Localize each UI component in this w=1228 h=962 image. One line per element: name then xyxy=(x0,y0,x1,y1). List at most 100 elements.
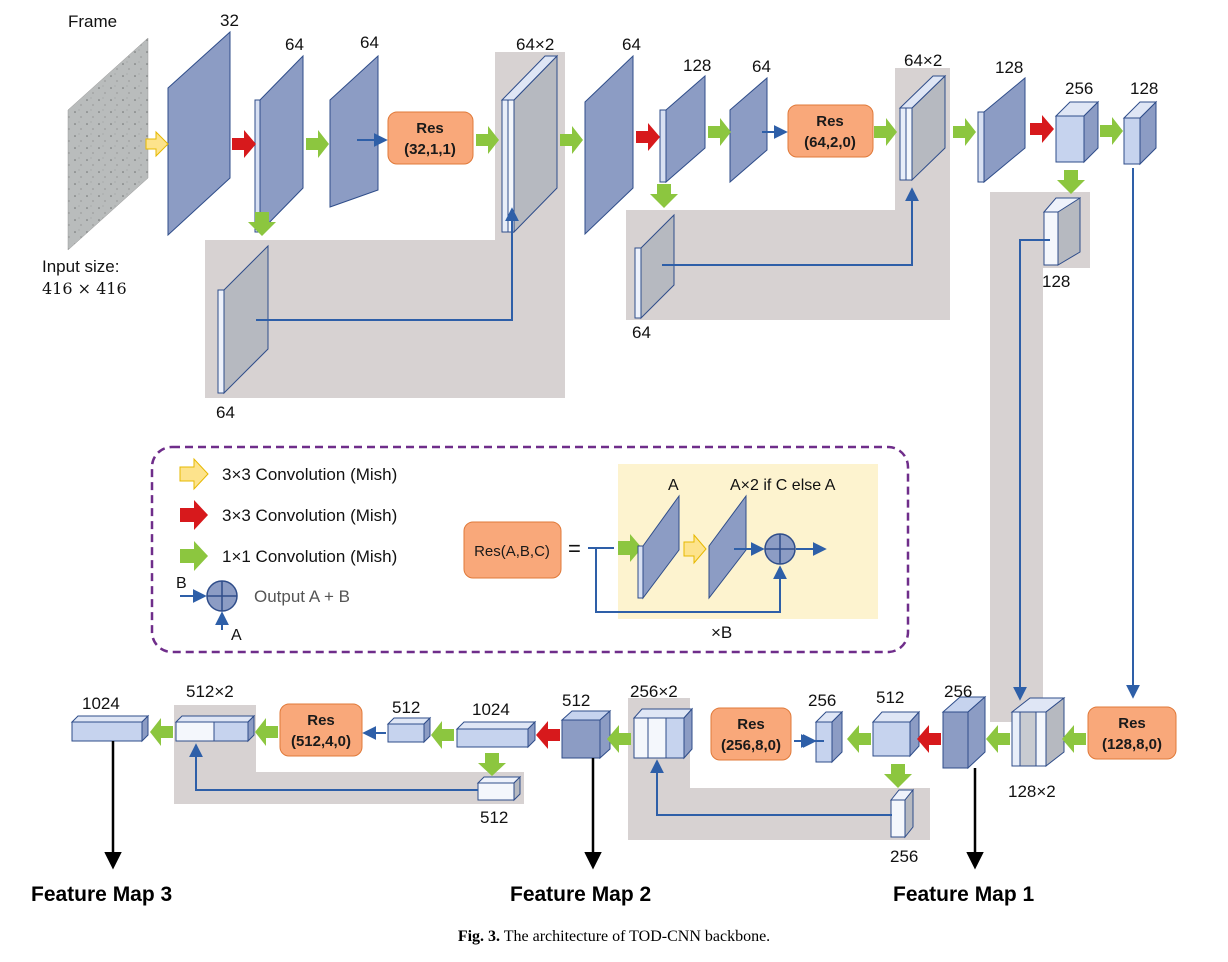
layer-128-b-side xyxy=(977,111,985,183)
block-arrows xyxy=(145,115,1123,788)
arrow-green-down-2 xyxy=(650,184,678,208)
skip-line-3 xyxy=(1013,239,1050,701)
legend-add-b: B xyxy=(176,575,187,592)
layer-1024-a-side xyxy=(527,720,536,749)
label-256-side: 256 xyxy=(890,847,918,866)
layer-64-d xyxy=(729,76,768,184)
layer-512-side-top xyxy=(476,776,522,784)
layer-concat-b-2 xyxy=(905,107,913,181)
layer-concat-e-side xyxy=(247,714,255,743)
layer-concat-c-2 xyxy=(1019,711,1037,767)
arrow-green-left-5 xyxy=(431,721,454,749)
layer-512-side-front xyxy=(477,782,515,801)
label-512-side: 512 xyxy=(480,808,508,827)
layer-128-b xyxy=(983,76,1026,184)
layer-1024-b-front xyxy=(71,721,143,742)
layer-1024-b-top xyxy=(70,715,150,723)
layer-256-c-side xyxy=(831,710,843,764)
input-frame-image xyxy=(67,37,149,251)
arrow-green-left-7 xyxy=(150,718,173,746)
skip-backgrounds xyxy=(174,52,1090,840)
layer-256-a-front xyxy=(1055,115,1085,163)
layer-concat-d-side xyxy=(683,707,693,760)
layer-concat-d-2 xyxy=(647,717,667,759)
channel-labels: 32 64 64 64×2 64 128 64 64×2 128 256 128… xyxy=(82,11,1158,866)
layer-side-64-b xyxy=(640,213,675,320)
arrow-green-left-1 xyxy=(1062,725,1086,753)
arrow-green-down-3 xyxy=(1057,170,1085,194)
res-block-1-title: Res xyxy=(416,120,444,137)
feature-map-3-label: Feature Map 3 xyxy=(31,883,172,906)
label-256x2: 256×2 xyxy=(630,682,678,701)
legend-red-arrow xyxy=(180,500,208,530)
caption-text: The architecture of TOD-CNN backbone. xyxy=(503,928,771,945)
legend-add-a: A xyxy=(231,627,242,644)
res-block-5-title: Res xyxy=(307,712,335,729)
res-block-4 xyxy=(710,707,792,761)
legend-equals: = xyxy=(568,536,581,561)
arrow-green-7 xyxy=(1100,117,1123,145)
label-128-c: 128 xyxy=(1130,79,1158,98)
label-512x2: 512×2 xyxy=(186,682,234,701)
res-block-2-title: Res xyxy=(816,113,844,130)
label-128-b: 128 xyxy=(995,58,1023,77)
layer-1024-b-side xyxy=(141,714,149,743)
layer-128-a-side xyxy=(659,109,667,183)
layer-concat-c-side xyxy=(1045,696,1065,768)
feature-map-1-label: Feature Map 1 xyxy=(893,883,1035,906)
layer-512-side-side xyxy=(513,775,521,802)
layer-512-c-top xyxy=(386,717,432,725)
layer-concat-e-1 xyxy=(175,721,215,742)
layer-1024-a-top xyxy=(455,721,537,730)
layer-concat-b-top xyxy=(898,75,947,109)
layers-bottom xyxy=(70,695,1066,839)
layer-256-b-front xyxy=(942,711,969,769)
legend-res-skip xyxy=(595,548,787,613)
input-size-label: Input size: xyxy=(42,257,120,276)
layer-32 xyxy=(167,30,231,237)
caption-prefix: Fig. 3. xyxy=(457,928,501,945)
layer-512-a-front xyxy=(872,721,911,757)
layer-128-a xyxy=(665,74,706,184)
arrow-red-2 xyxy=(636,123,660,151)
layer-128-c-top xyxy=(1122,101,1158,119)
frame-label: Frame xyxy=(68,12,117,31)
res-block-2-args: (64,2,0) xyxy=(804,134,856,151)
layer-side-64-b-edge xyxy=(634,247,642,319)
skip-line-2 xyxy=(662,187,919,266)
arrow-green-5 xyxy=(874,118,897,146)
layer-concat-d-3 xyxy=(665,717,685,759)
label-512-b: 512 xyxy=(562,691,590,710)
layer-512-b-side xyxy=(599,709,611,760)
res-block-5-args: (512,4,0) xyxy=(291,733,351,750)
blue-connectors xyxy=(189,125,1140,816)
arrow-red-1 xyxy=(232,130,256,158)
res-block-5 xyxy=(279,703,363,757)
label-512-a: 512 xyxy=(876,688,904,707)
layer-512-b-front xyxy=(561,719,601,759)
label-64-b: 64 xyxy=(360,33,379,52)
legend-green-arrow xyxy=(180,541,208,571)
layer-side-64-a-edge xyxy=(217,289,225,394)
label-256-a: 256 xyxy=(1065,79,1093,98)
arrow-green-left-2 xyxy=(986,725,1010,753)
arrow-green-6 xyxy=(953,118,976,146)
legend-res-yellow xyxy=(683,533,707,565)
legend-res-green xyxy=(618,534,642,562)
legend-res-def: Res(A,B,C) xyxy=(474,543,550,560)
label-side-64-a: 64 xyxy=(216,403,235,422)
layer-256-side-front xyxy=(890,799,906,838)
arrow-green-1 xyxy=(306,130,329,158)
layer-64-b xyxy=(329,54,379,208)
legend-repeat: ×B xyxy=(711,623,732,642)
res-blocks: Res (32,1,1) Res (64,2,0) Res (128,8,0) … xyxy=(279,104,1177,761)
res-block-3 xyxy=(1087,706,1177,760)
arrow-green-left-4 xyxy=(607,725,631,753)
label-64-a: 64 xyxy=(285,35,304,54)
legend-red-text: 3×3 Convolution (Mish) xyxy=(222,506,397,525)
res-block-4-title: Res xyxy=(737,716,765,733)
layer-concat-a-top xyxy=(500,55,559,101)
layer-concat-a-1 xyxy=(501,99,509,233)
layer-256-a-side xyxy=(1083,100,1099,164)
